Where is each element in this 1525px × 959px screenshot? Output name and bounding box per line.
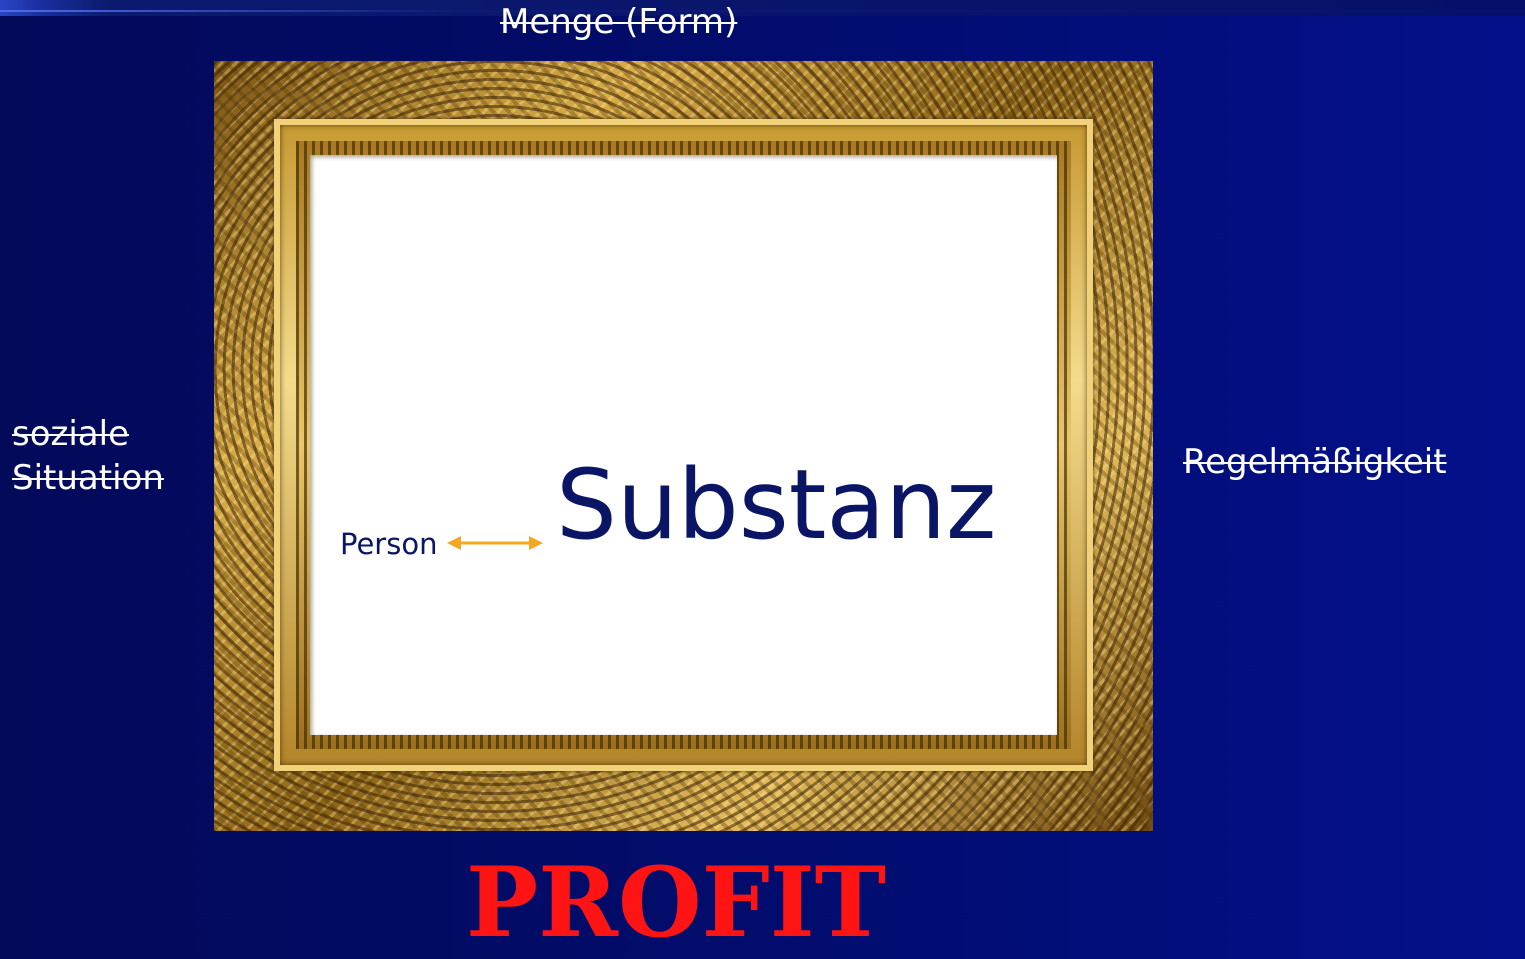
label-soziale-line1: soziale	[12, 414, 130, 454]
ornate-picture-frame	[214, 61, 1153, 831]
double-arrow-icon	[447, 536, 543, 550]
label-soziale-situation: soziale Situation	[12, 412, 164, 500]
frame-gilded-molding	[274, 119, 1093, 771]
substanz-label: Substanz	[556, 449, 997, 561]
profit-heading: PROFIT	[466, 846, 887, 959]
title-bar-rule	[0, 0, 1525, 16]
label-soziale-line2: Situation	[12, 458, 164, 498]
label-menge-form: Menge (Form)	[500, 2, 738, 42]
person-label: Person	[340, 527, 438, 561]
frame-inner-bead	[296, 141, 1071, 749]
frame-canvas-area	[310, 155, 1057, 735]
label-regelmaessigkeit: Regelmäßigkeit	[1183, 442, 1447, 482]
